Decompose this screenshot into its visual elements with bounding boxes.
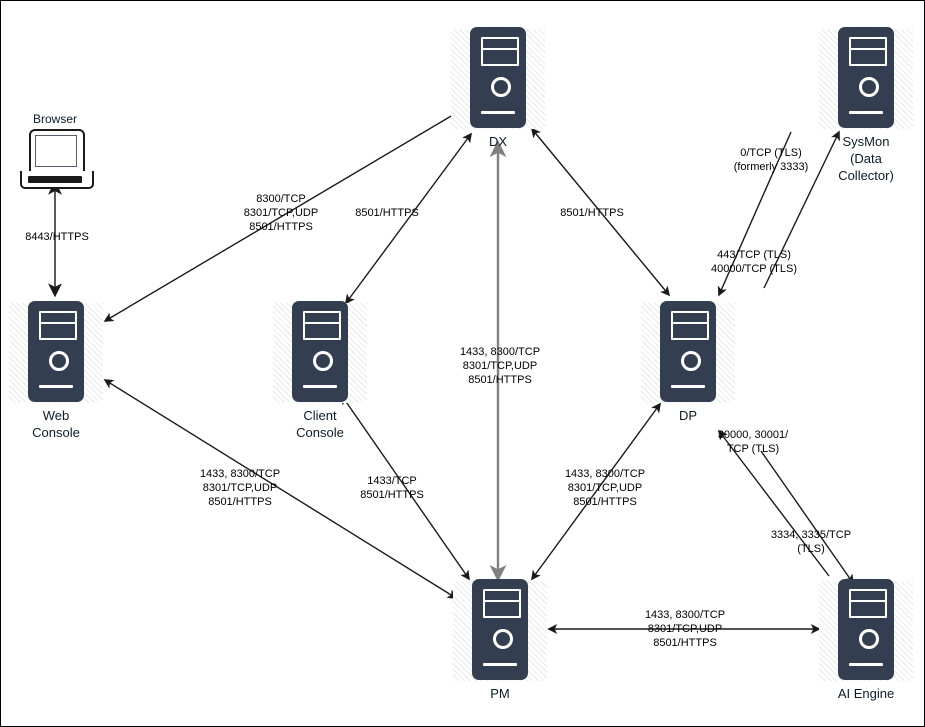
server-icon <box>660 301 716 402</box>
node-dp-label: DP <box>678 408 698 423</box>
edge-clientconsole-pm <box>341 394 470 581</box>
edge-label-sysmon-dp: 443/TCP (TLS) 40000/TCP (TLS) <box>710 249 797 275</box>
edge-label-dp-sysmon: 0/TCP (TLS) (formerly 3333) <box>733 147 809 173</box>
node-dx[interactable]: DX <box>451 25 545 155</box>
server-icon <box>470 27 526 128</box>
node-sysmon[interactable]: SysMon (Data Collector) <box>819 25 913 185</box>
edge-dp-sysmon <box>763 130 840 289</box>
edge-label-dx-dp: 8501/HTTPS <box>560 207 624 219</box>
server-icon <box>292 301 348 402</box>
node-sysmon-label: SysMon (Data Collector) <box>838 134 894 183</box>
node-browser-label: Browser <box>32 112 77 126</box>
edge-label-dp-pm: 1433, 8300/TCP 8301/TCP,UDP 8501/HTTPS <box>564 468 646 508</box>
node-browser[interactable]: Browser <box>19 112 94 203</box>
edge-label-clientconsole-pm: 1433/TCP 8501/HTTPS <box>360 475 424 501</box>
edge-label-clientconsole-dx: 8501/HTTPS <box>355 207 419 219</box>
server-icon <box>28 301 84 402</box>
node-web-console-label: Web Console <box>32 408 80 440</box>
edge-aiengine-dp <box>718 429 830 577</box>
node-client-console-label: Client Console <box>296 408 344 440</box>
laptop-icon <box>19 129 94 191</box>
node-web-console[interactable]: Web Console <box>9 299 103 449</box>
node-client-console[interactable]: Client Console <box>273 299 367 449</box>
server-icon <box>838 579 894 680</box>
node-ai-engine[interactable]: AI Engine <box>819 577 913 707</box>
edge-dp-pm <box>531 402 661 581</box>
edge-label-pm-aiengine: 1433, 8300/TCP 8301/TCP,UDP 8501/HTTPS <box>644 609 726 649</box>
edge-sysmon-dp <box>717 131 792 297</box>
node-pm-label: PM <box>490 686 510 701</box>
node-dp[interactable]: DP <box>641 299 735 429</box>
edge-label-aiengine-dp: 30000, 30001/ TCP (TLS) <box>717 429 789 455</box>
node-dx-label: DX <box>488 134 508 149</box>
node-pm[interactable]: PM <box>453 577 547 707</box>
edge-dx-dp <box>530 127 671 297</box>
node-ai-engine-label: AI Engine <box>837 686 895 701</box>
edge-label-browser-webconsole: 8443/HTTPS <box>25 231 89 243</box>
server-icon <box>472 579 528 680</box>
edge-clientconsole-dx <box>345 132 472 305</box>
edge-label-dx-pm: 1433, 8300/TCP 8301/TCP,UDP 8501/HTTPS <box>459 346 541 386</box>
server-icon <box>838 27 894 128</box>
edge-dp-aiengine <box>760 450 854 585</box>
edge-label-webconsole-pm: 1433, 8300/TCP 8301/TCP,UDP 8501/HTTPS <box>199 468 281 508</box>
edge-label-webconsole-dx: 8300/TCP 8301/TCP,UDP 8501/HTTPS <box>243 193 319 233</box>
edge-label-dp-aiengine: 3334, 3335/TCP (TLS) <box>770 529 852 555</box>
